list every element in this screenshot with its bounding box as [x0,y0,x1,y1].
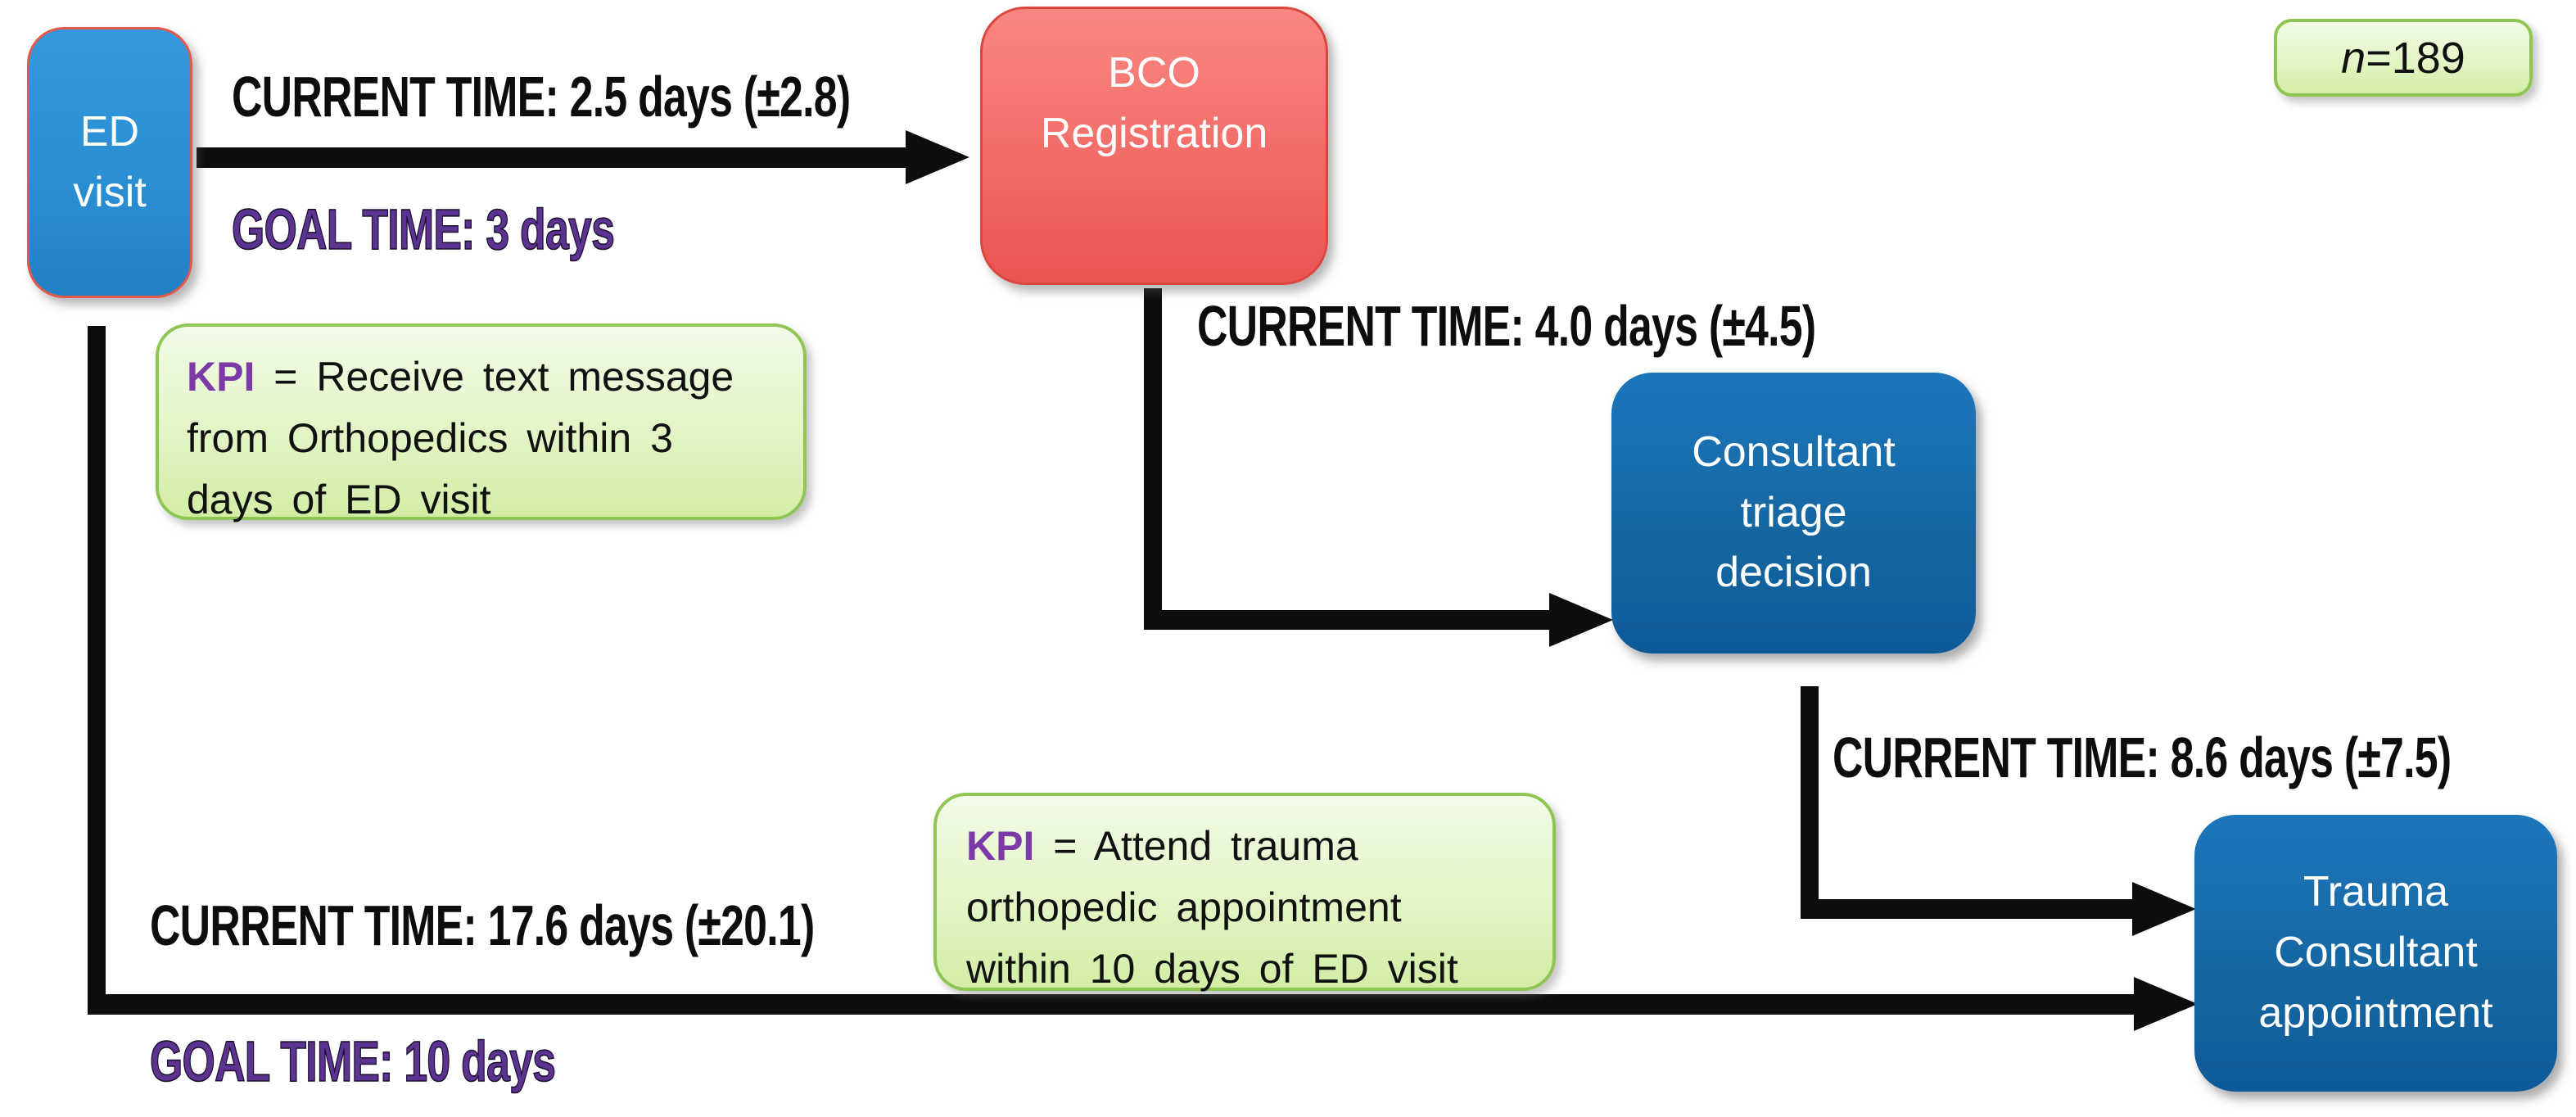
kpi-line: days of ED visit [187,477,491,522]
sample-size-symbol: n [2341,33,2366,83]
node-consultant-triage-decision: Consultant triage decision [1611,373,1976,653]
arrow-triage-to-trauma-head-icon [2132,882,2196,936]
arrow-ed-to-bco-shaft [197,147,907,168]
kpi-line: within 10 days of ED visit [966,946,1458,992]
arrow-ed-to-trauma-head-icon [2134,977,2198,1031]
arrow-bco-to-triage-shaft [1144,610,1552,630]
arrow-ed-to-trauma-vertical [88,326,106,1015]
current-time-ed-to-trauma: CURRENT TIME: 17.6 days (±20.1) [150,893,815,957]
node-bco-registration: BCO Registration [980,7,1328,285]
arrow-triage-to-trauma-shaft [1801,899,2135,919]
node-ed-visit: ED visit [27,27,192,298]
node-bco-label-line: Registration [1040,109,1268,157]
node-trauma-label-line: appointment [2258,988,2493,1037]
kpi-keyword: KPI [966,823,1035,869]
arrow-ed-to-bco-head-icon [906,130,969,184]
kpi-keyword: KPI [187,354,255,400]
goal-time-ed-to-trauma: GOAL TIME: 10 days [149,1029,556,1094]
arrow-bco-to-triage-vertical [1144,288,1162,630]
node-trauma-label-line: Consultant [2274,929,2478,977]
node-ed-visit-label-line: visit [73,168,147,216]
node-triage-label-line: Consultant [1692,427,1896,476]
node-trauma-consultant-appointment: Trauma Consultant appointment [2194,815,2557,1092]
sample-size-value: =189 [2366,33,2465,83]
node-ed-visit-label-line: ED [79,107,140,156]
kpi-line: from Orthopedics within 3 [187,415,673,461]
node-triage-label-line: triage [1740,488,1847,536]
kpi-text: = Attend trauma [1034,823,1358,869]
current-time-bco-to-triage: CURRENT TIME: 4.0 days (±4.5) [1197,294,1816,358]
kpi-line: KPI = Receive text message [187,346,803,408]
kpi-callout-text-message: KPI = Receive text message from Orthoped… [156,323,807,522]
goal-time-ed-to-bco: GOAL TIME: 3 days [231,197,615,262]
kpi-line: orthopedic appointment [966,884,1402,930]
node-trauma-label-line: Trauma [2303,868,2449,916]
arrow-triage-to-trauma-vertical [1801,686,1819,919]
current-time-ed-to-bco: CURRENT TIME: 2.5 days (±2.8) [232,65,851,129]
kpi-text: = Receive text message [255,354,734,400]
arrow-ed-to-trauma-shaft [88,994,2138,1015]
node-bco-label-line: BCO [1108,49,1200,97]
sample-size-badge: n =189 [2274,19,2533,97]
current-time-triage-to-trauma: CURRENT TIME: 8.6 days (±7.5) [1833,726,2452,789]
kpi-callout-attend-appointment: KPI = Attend trauma orthopedic appointme… [933,793,1556,992]
kpi-line: KPI = Attend trauma [966,816,1552,877]
node-triage-label-line: decision [1715,549,1872,597]
arrow-bco-to-triage-head-icon [1549,593,1613,647]
